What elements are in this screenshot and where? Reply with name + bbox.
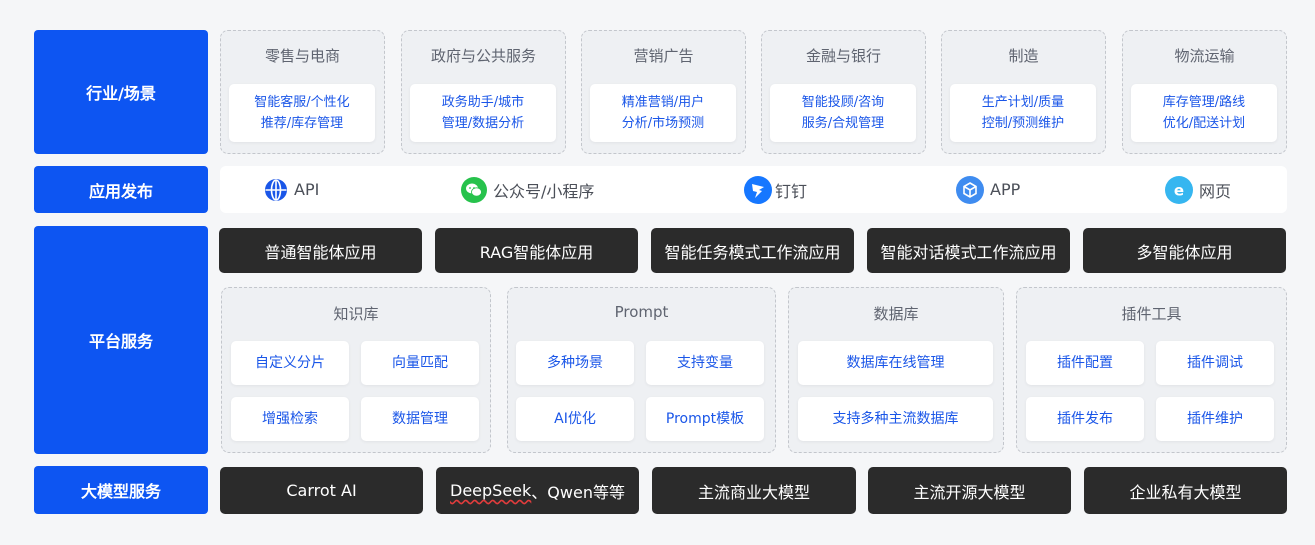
group-title: 数据库 xyxy=(873,305,919,323)
model-private: 企业私有大模型 xyxy=(1084,467,1287,514)
app-type-multi-agent: 多智能体应用 xyxy=(1083,228,1286,273)
release-app: APP xyxy=(956,166,1020,213)
model-deepseek-text: DeepSeek xyxy=(450,481,532,500)
release-wechat: 公众号/小程序 xyxy=(461,166,594,213)
industry-card-marketing: 营销广告 精准营销/用户分析/市场预测 xyxy=(581,30,746,154)
feature-item: 插件调试 xyxy=(1156,341,1274,385)
feature-item: 数据管理 xyxy=(361,397,479,441)
feature-item: 支持多种主流数据库 xyxy=(798,397,993,441)
feature-item: 增强检索 xyxy=(231,397,349,441)
feature-item: 多种场景 xyxy=(516,341,634,385)
industry-desc: 智能客服/个性化推荐/库存管理 xyxy=(229,84,375,142)
model-deepseek-qwen: DeepSeek、Qwen等等 xyxy=(436,467,639,514)
industry-desc: 政务助手/城市管理/数据分析 xyxy=(410,84,556,142)
industry-card-government: 政府与公共服务 政务助手/城市管理/数据分析 xyxy=(401,30,566,154)
industry-card-logistics: 物流运输 库存管理/路线优化/配送计划 xyxy=(1122,30,1287,154)
industry-title: 制造 xyxy=(1008,47,1039,65)
globe-icon xyxy=(264,178,288,202)
model-commercial: 主流商业大模型 xyxy=(652,467,856,514)
svg-text:e: e xyxy=(1174,181,1184,199)
industry-desc: 生产计划/质量控制/预测维护 xyxy=(950,84,1096,142)
industry-title: 政府与公共服务 xyxy=(430,47,536,65)
row-label-release: 应用发布 xyxy=(34,166,208,213)
dingtalk-icon xyxy=(743,175,773,205)
cube-icon xyxy=(956,175,984,204)
app-type-rag-agent: RAG智能体应用 xyxy=(435,228,638,273)
industry-title: 物流运输 xyxy=(1174,47,1235,65)
feature-item: AI优化 xyxy=(516,397,634,441)
release-dingtalk: 钉钉 xyxy=(743,166,807,213)
industry-desc: 精准营销/用户分析/市场预测 xyxy=(590,84,736,142)
feature-item: 向量匹配 xyxy=(361,341,479,385)
industry-title: 金融与银行 xyxy=(805,47,881,65)
feature-item: 插件维护 xyxy=(1156,397,1274,441)
app-type-chat-workflow: 智能对话模式工作流应用 xyxy=(867,228,1070,273)
feature-item: 支持变量 xyxy=(646,341,764,385)
industry-card-retail: 零售与电商 智能客服/个性化推荐/库存管理 xyxy=(220,30,385,154)
app-type-task-workflow: 智能任务模式工作流应用 xyxy=(651,228,854,273)
industry-title: 零售与电商 xyxy=(264,47,340,65)
browser-icon: e xyxy=(1165,175,1193,204)
row-label-platform: 平台服务 xyxy=(34,226,208,454)
group-database: 数据库 数据库在线管理 支持多种主流数据库 xyxy=(788,287,1004,453)
row-label-model: 大模型服务 xyxy=(34,466,208,514)
group-title: 知识库 xyxy=(333,305,379,323)
model-open-source: 主流开源大模型 xyxy=(868,467,1071,514)
group-title: Prompt xyxy=(614,303,669,321)
group-plugins: 插件工具 插件配置 插件调试 插件发布 插件维护 xyxy=(1016,287,1287,453)
app-type-basic-agent: 普通智能体应用 xyxy=(219,228,422,273)
feature-item: 插件发布 xyxy=(1026,397,1144,441)
model-qwen-text: 、Qwen等等 xyxy=(531,482,625,502)
feature-item: 数据库在线管理 xyxy=(798,341,993,385)
feature-item: Prompt模板 xyxy=(646,397,764,441)
release-web: e 网页 xyxy=(1165,166,1231,213)
release-api: API xyxy=(264,166,319,213)
group-prompt: Prompt 多种场景 支持变量 AI优化 Prompt模板 xyxy=(507,287,776,453)
wechat-icon xyxy=(461,176,487,203)
industry-desc: 智能投顾/咨询服务/合规管理 xyxy=(770,84,916,142)
industry-desc: 库存管理/路线优化/配送计划 xyxy=(1131,84,1277,142)
release-channels-bar: API 公众号/小程序 钉钉 APP e 网页 xyxy=(220,166,1287,213)
industry-title: 营销广告 xyxy=(633,47,694,65)
feature-item: 自定义分片 xyxy=(231,341,349,385)
model-carrot-ai: Carrot AI xyxy=(220,467,423,514)
industry-card-finance: 金融与银行 智能投顾/咨询服务/合规管理 xyxy=(761,30,926,154)
group-title: 插件工具 xyxy=(1121,305,1182,323)
row-label-industry: 行业/场景 xyxy=(34,30,208,154)
group-knowledge-base: 知识库 自定义分片 向量匹配 增强检索 数据管理 xyxy=(221,287,491,453)
industry-card-manufacturing: 制造 生产计划/质量控制/预测维护 xyxy=(941,30,1106,154)
feature-item: 插件配置 xyxy=(1026,341,1144,385)
